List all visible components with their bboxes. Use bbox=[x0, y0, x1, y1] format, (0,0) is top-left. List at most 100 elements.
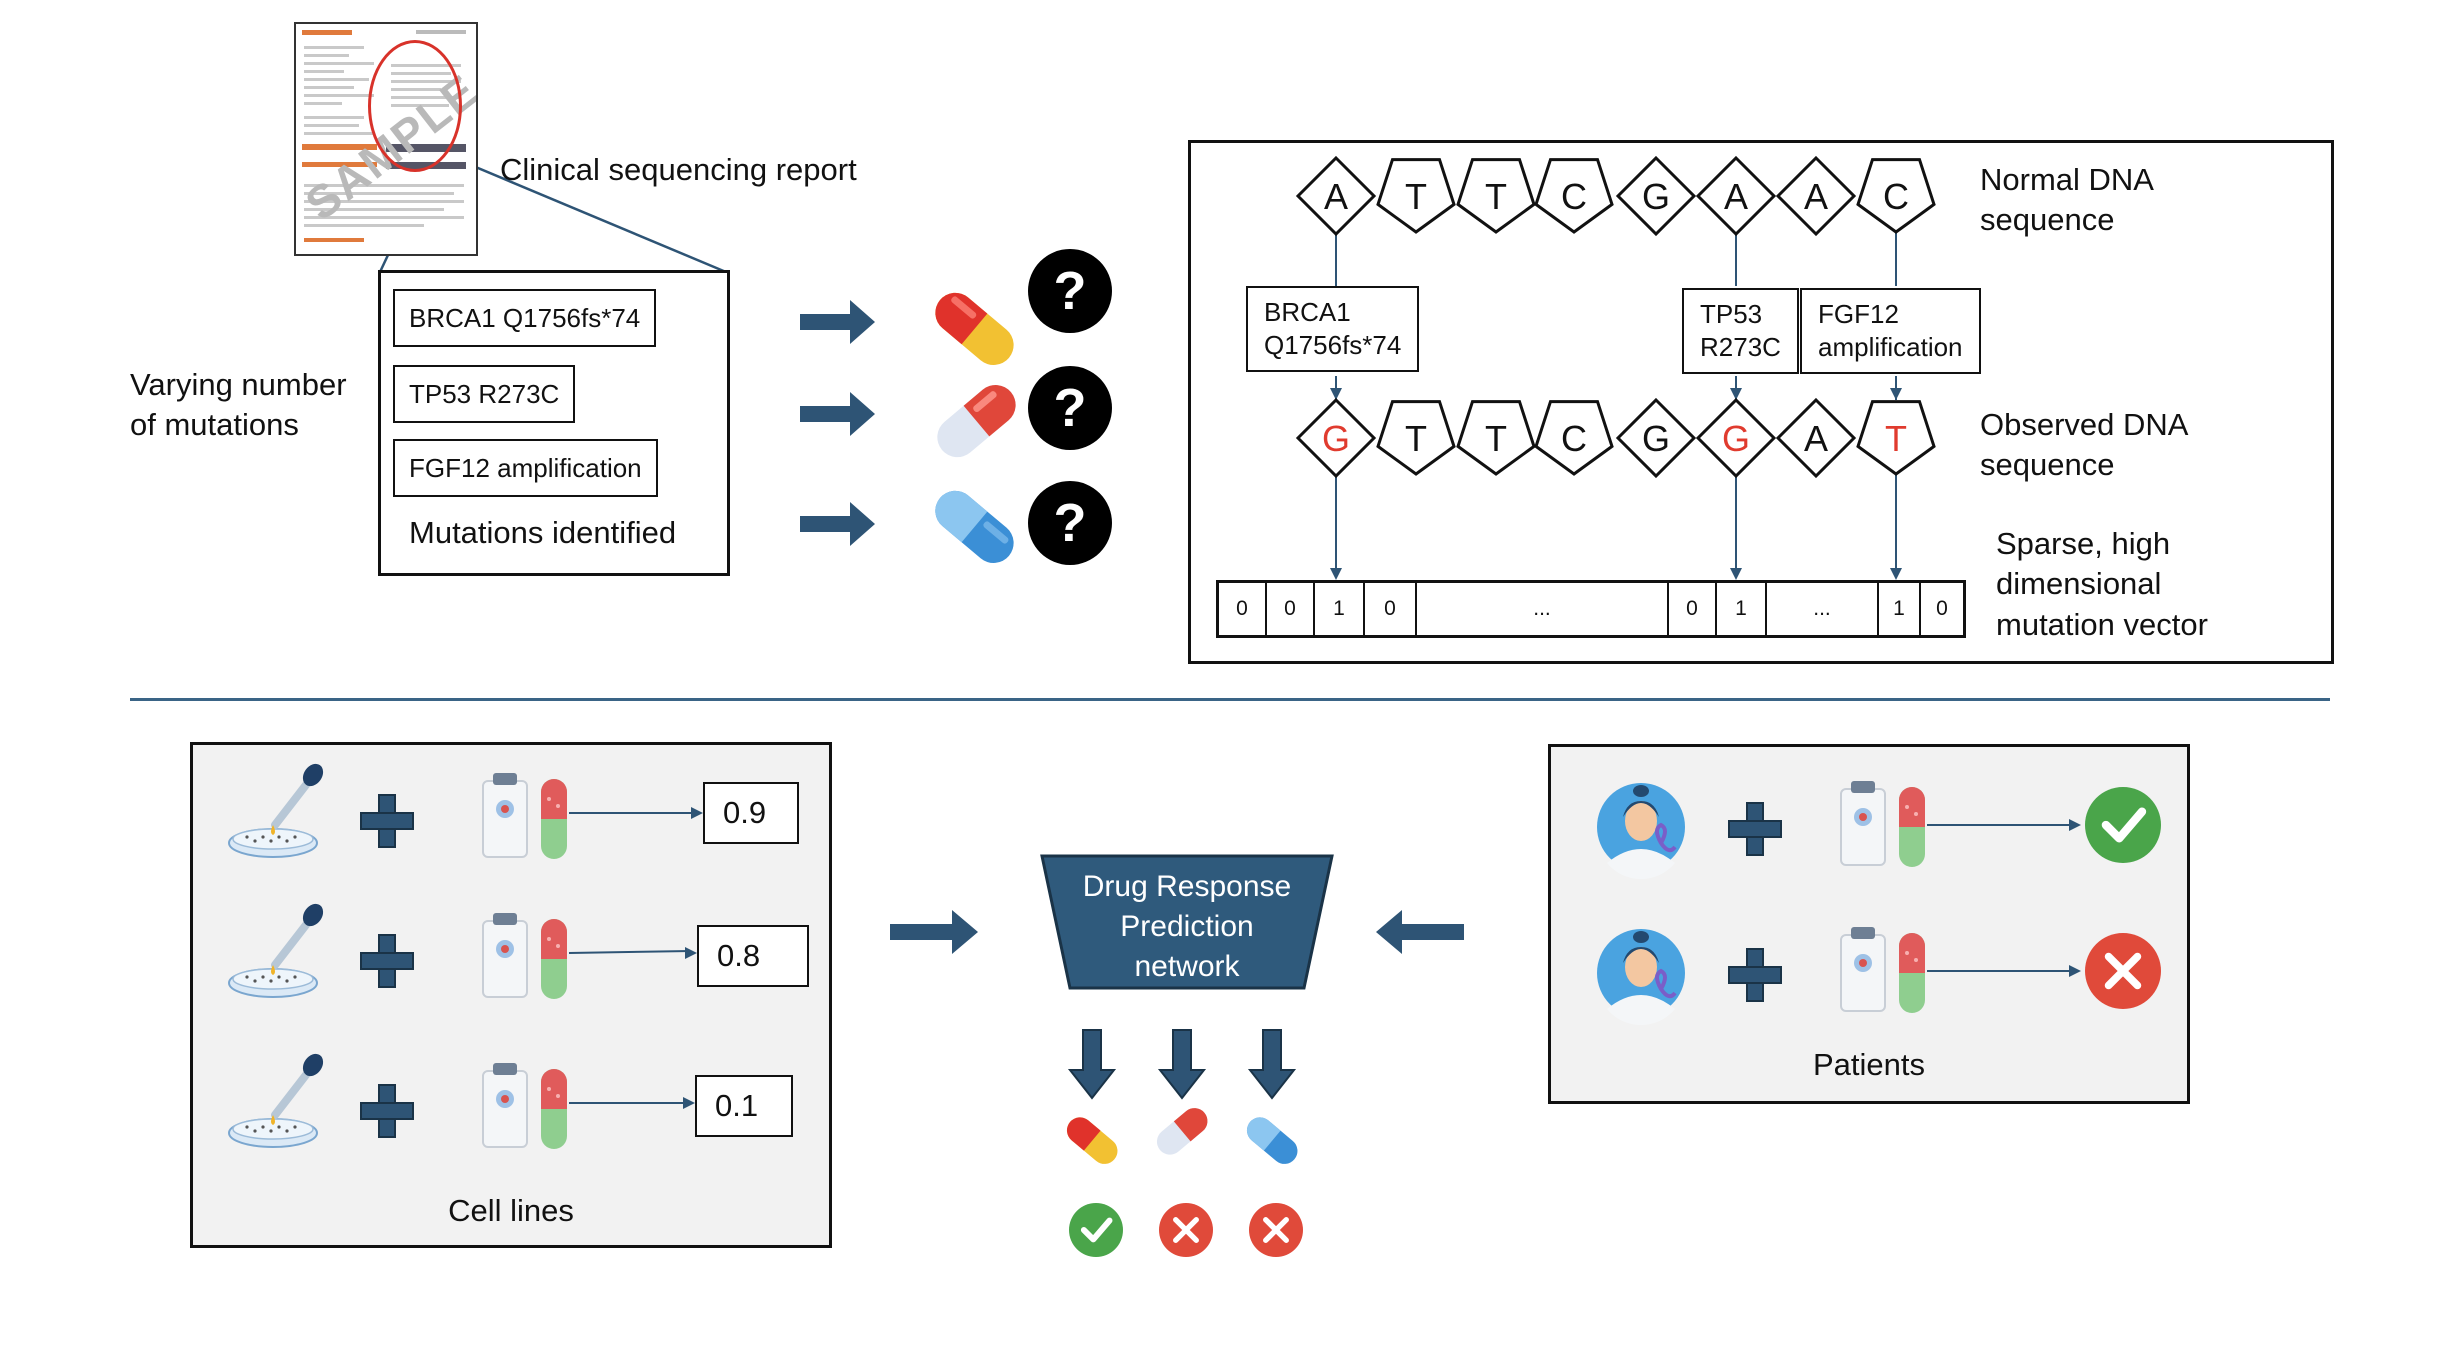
drug-unknown-rows: ? ? ? bbox=[800, 249, 1112, 565]
capsule-half bbox=[1173, 1108, 1208, 1142]
cell-lines-caption: Cell lines bbox=[448, 1193, 574, 1228]
vector-cell: 0 bbox=[1365, 583, 1417, 635]
response-score: 0.9 bbox=[703, 782, 799, 844]
callout-line: Q1756fs*74 bbox=[1264, 330, 1402, 360]
plus-icon bbox=[360, 794, 414, 848]
vector-cell: 0 bbox=[1267, 583, 1315, 635]
nucleotide-letter: A bbox=[1724, 176, 1748, 217]
virus-core bbox=[1859, 959, 1867, 967]
mutation-item: FGF12 amplification bbox=[393, 439, 658, 497]
callout-line: amplification bbox=[1818, 332, 1963, 362]
clip bbox=[1851, 927, 1875, 939]
drug-treatment-icon bbox=[1840, 781, 1925, 867]
nucleotide-letter: G bbox=[1642, 418, 1670, 459]
clinical-report-label: Clinical sequencing report bbox=[500, 152, 857, 187]
network-label-line: Prediction bbox=[1120, 910, 1253, 943]
vector-cell: ... bbox=[1767, 583, 1879, 635]
label-line: Observed DNA bbox=[1980, 407, 2189, 442]
nucleotide-letter: G bbox=[1642, 176, 1670, 217]
arrowhead bbox=[1890, 568, 1902, 580]
arrow-icon bbox=[1376, 910, 1464, 954]
nucleotide-letter: T bbox=[1485, 418, 1507, 459]
capsule-dot bbox=[1914, 958, 1918, 962]
vector-cell: 1 bbox=[1879, 583, 1921, 635]
pentagon-shape bbox=[1534, 400, 1614, 476]
label-line: mutation vector bbox=[1996, 606, 2208, 642]
nucleotide-letter: G bbox=[1722, 418, 1750, 459]
cell-dot bbox=[261, 1125, 265, 1129]
callout-brca1: BRCA1 Q1756fs*74 bbox=[1246, 286, 1420, 372]
icon-circle bbox=[2085, 787, 2161, 863]
blue-capsule-icon bbox=[935, 490, 1014, 563]
capsule-top bbox=[541, 919, 567, 959]
callout-tp53: TP53 R273C bbox=[1682, 288, 1799, 374]
label-line: of mutations bbox=[130, 407, 299, 443]
plus-bar bbox=[360, 1102, 414, 1120]
capsule-top bbox=[541, 1069, 567, 1109]
capsule-top bbox=[1899, 933, 1925, 973]
pentagon-shape bbox=[1456, 158, 1536, 234]
cell-dot bbox=[285, 839, 289, 843]
arrow-icon bbox=[800, 502, 875, 546]
capsule-dot bbox=[556, 944, 560, 948]
hair bbox=[1623, 801, 1659, 817]
patients-panel: Patients bbox=[1548, 744, 2190, 1104]
vector-cell: 1 bbox=[1315, 583, 1365, 635]
vector-cell: 0 bbox=[1936, 597, 1948, 620]
ribbon bbox=[1655, 822, 1677, 853]
cross-mark bbox=[1263, 1217, 1289, 1243]
drop bbox=[271, 965, 275, 975]
nucleotide-letter: A bbox=[1324, 176, 1348, 217]
pipette-bulb bbox=[302, 903, 324, 927]
gown bbox=[1607, 849, 1675, 880]
nucleotide-t: T bbox=[1376, 400, 1456, 476]
face bbox=[1625, 801, 1657, 841]
clipboard bbox=[1840, 934, 1886, 1012]
nucleotide-g: G bbox=[1695, 397, 1777, 479]
drug-treatment-icon bbox=[482, 1063, 567, 1149]
gown bbox=[1607, 995, 1675, 1026]
nucleotide-letter: T bbox=[1885, 418, 1907, 459]
question-mark-icon: ? bbox=[1028, 366, 1112, 450]
response-score: 0.8 bbox=[697, 925, 809, 987]
diamond-shape bbox=[1615, 155, 1697, 237]
nucleotide-t: T bbox=[1456, 158, 1536, 234]
check-circle-icon bbox=[2085, 787, 2161, 863]
capsule-half bbox=[1246, 1117, 1281, 1151]
hair-bun bbox=[1633, 785, 1649, 797]
petri-dish-pipette-icon bbox=[228, 903, 324, 998]
petri-dish-pipette-icon bbox=[228, 763, 324, 858]
drug-treatment-icon bbox=[482, 773, 567, 859]
arrowhead bbox=[1890, 388, 1902, 400]
arrow-icon bbox=[800, 300, 875, 344]
virus-core bbox=[1859, 813, 1867, 821]
connector-line bbox=[568, 950, 692, 954]
plus-icon bbox=[1728, 948, 1782, 1002]
clip bbox=[493, 913, 517, 925]
nucleotide-letter: T bbox=[1405, 418, 1427, 459]
label-line: sequence bbox=[1980, 202, 2115, 238]
callout-line: R273C bbox=[1700, 332, 1781, 362]
cell-dot bbox=[269, 839, 273, 843]
cell-lines-rows bbox=[228, 763, 703, 1149]
pentagon-shape bbox=[1856, 400, 1936, 476]
vector-cell: 1 bbox=[1717, 583, 1767, 635]
plus-bar bbox=[1728, 966, 1782, 984]
pentagon-shape bbox=[1456, 400, 1536, 476]
arrow-icon bbox=[800, 392, 875, 436]
clipboard bbox=[482, 780, 528, 858]
section-divider bbox=[130, 698, 2330, 701]
nucleotide-letter: C bbox=[1561, 418, 1587, 459]
callout-line: FGF12 bbox=[1818, 299, 1899, 329]
cell-dot bbox=[253, 1129, 257, 1133]
nucleotide-t: T bbox=[1856, 400, 1936, 476]
network-shape bbox=[1040, 854, 1334, 990]
nucleotide-c: C bbox=[1534, 158, 1614, 234]
capsule-dot bbox=[556, 804, 560, 808]
check-mark bbox=[2101, 807, 2147, 843]
check-mark bbox=[1080, 1217, 1113, 1243]
diamond-shape bbox=[1775, 397, 1857, 479]
plus-bar bbox=[360, 812, 414, 830]
nucleotide-a: A bbox=[1775, 397, 1857, 479]
icon-circle bbox=[1069, 1203, 1123, 1257]
